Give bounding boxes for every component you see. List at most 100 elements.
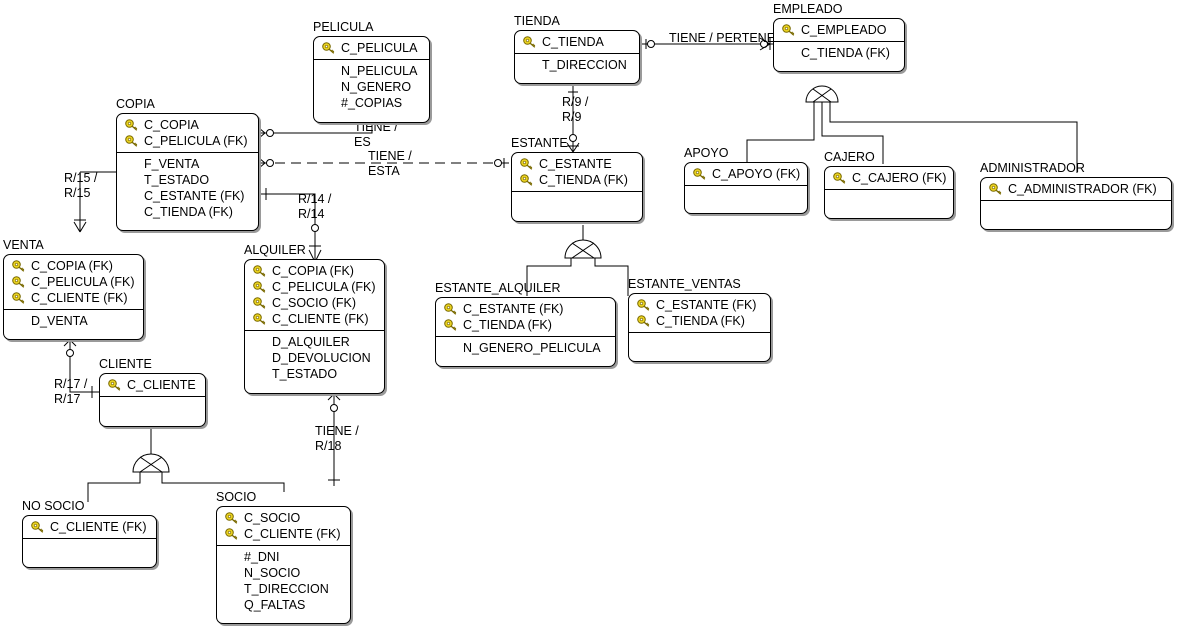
entity-title: ESTANTE_ALQUILER: [435, 281, 561, 295]
rel-label-tiene: TIENE / PERTENECE: [669, 31, 793, 45]
entity-empleado[interactable]: EMPLEADO C_EMPLEADO C_TIENDA (FK): [773, 2, 905, 72]
key-icon: [12, 260, 25, 272]
key-icon: [225, 512, 238, 524]
entity-title: CLIENTE: [99, 357, 152, 371]
entity-title: ESTANTE: [511, 136, 568, 150]
attribute: N_GENERO: [341, 80, 412, 94]
attribute: T_ESTADO: [144, 173, 210, 187]
key-icon: [693, 168, 706, 180]
entity-estante-ventas[interactable]: ESTANTE_VENTAS C_ESTANTE (FK)C_TIENDA (FK…: [628, 277, 771, 362]
key-icon: [989, 183, 1002, 195]
entity-pelicula[interactable]: PELICULA C_PELICULA N_PELICULA N_GENERO #_CO…: [313, 20, 430, 123]
attribute-section: [685, 186, 807, 192]
pk-attribute: C_PELICULA (FK): [245, 279, 384, 295]
entity-box: C_CLIENTE (FK): [22, 515, 157, 568]
key-icon: [253, 313, 266, 325]
entity-no-socio[interactable]: NO SOCIO C_CLIENTE (FK): [22, 499, 157, 568]
entity-title: ADMINISTRADOR: [980, 161, 1085, 175]
entity-title: COPIA: [116, 97, 155, 111]
key-icon: [125, 119, 138, 131]
entity-box: C_PELICULA N_PELICULA N_GENERO #_COPIAS: [313, 36, 430, 123]
entity-box: C_COPIA (FK)C_PELICULA (FK)C_SOCIO (FK)C…: [244, 259, 385, 394]
rel-label-tiene-r18: TIENE / R/18: [315, 424, 359, 453]
pk-attribute: C_PELICULA: [314, 40, 429, 56]
key-icon: [12, 292, 25, 304]
rel-label-r9: R/9 / R/9: [562, 95, 589, 124]
entity-title: ESTANTE_VENTAS: [628, 277, 741, 291]
attribute: T_ESTADO: [272, 367, 338, 381]
key-icon: [782, 24, 795, 36]
entity-title: APOYO: [684, 146, 729, 160]
pk-attribute: C_ADMINISTRADOR (FK): [981, 181, 1171, 197]
entity-box: C_EMPLEADO C_TIENDA (FK): [773, 18, 905, 72]
pk-attribute: C_PELICULA (FK): [117, 133, 258, 149]
entity-title: EMPLEADO: [773, 2, 843, 16]
pk-attribute: C_TIENDA (FK): [436, 317, 615, 333]
attribute-section: [629, 333, 770, 339]
attribute: C_TIENDA (FK): [801, 46, 890, 60]
entity-venta[interactable]: VENTA C_COPIA (FK)C_PELICULA (FK)C_CLIENT…: [3, 238, 144, 340]
subtype-estante: [564, 239, 602, 259]
entity-box: C_ESTANTE (FK)C_TIENDA (FK): [628, 293, 771, 362]
attribute: #_DNI: [244, 550, 280, 564]
attribute-section: T_DIRECCION: [515, 54, 639, 76]
key-icon: [833, 172, 846, 184]
entity-box: C_ESTANTE (FK)C_TIENDA (FK)N_GENERO_PELI…: [435, 297, 616, 367]
pk-attribute: C_TIENDA (FK): [629, 313, 770, 329]
pk-attribute: C_COPIA: [117, 117, 258, 133]
key-icon: [520, 158, 533, 170]
attribute-section: N_PELICULA N_GENERO #_COPIAS: [314, 60, 429, 114]
subtype-empleado: [805, 85, 839, 103]
line-copia-alquiler: [259, 193, 316, 262]
line-pelicula-copia: [259, 122, 373, 134]
entity-administrador[interactable]: ADMINISTRADOR C_ADMINISTRADOR (FK): [980, 161, 1172, 230]
pk-attribute: C_EMPLEADO: [774, 22, 904, 38]
pk-attribute: C_COPIA (FK): [245, 263, 384, 279]
primary-key-section: C_CAJERO (FK): [825, 167, 953, 190]
entity-title: PELICULA: [313, 20, 374, 34]
pk-attribute: C_CAJERO (FK): [825, 170, 953, 186]
attribute-section: D_VENTA: [4, 310, 143, 332]
key-icon: [322, 42, 335, 54]
attribute: N_SOCIO: [244, 566, 301, 580]
rel-label-tiene-esta: TIENE / ESTA: [368, 149, 412, 178]
key-icon: [444, 319, 457, 331]
key-icon: [444, 303, 457, 315]
entity-box: C_ADMINISTRADOR (FK): [980, 177, 1172, 230]
key-icon: [31, 521, 44, 533]
entity-title: SOCIO: [216, 490, 257, 504]
rel-label-r17: R/17 / R/17: [54, 377, 88, 406]
key-icon: [637, 315, 650, 327]
attribute: #_COPIAS: [341, 96, 403, 110]
entity-title: VENTA: [3, 238, 44, 252]
primary-key-section: C_CLIENTE (FK): [23, 516, 156, 539]
entity-title: TIENDA: [514, 14, 560, 28]
attribute: F_VENTA: [144, 157, 200, 171]
entity-estante-alquiler[interactable]: ESTANTE_ALQUILER C_ESTANTE (FK)C_TIENDA (…: [435, 281, 616, 367]
primary-key-section: C_COPIA (FK)C_PELICULA (FK)C_CLIENTE (FK…: [4, 255, 143, 310]
entity-title: NO SOCIO: [22, 499, 85, 513]
pk-attribute: C_ESTANTE (FK): [629, 297, 770, 313]
rel-label-r15: R/15 / R/15: [64, 171, 98, 200]
attribute-section: C_TIENDA (FK): [774, 42, 904, 64]
entity-box: C_CAJERO (FK): [824, 166, 954, 219]
attribute: N_PELICULA: [341, 64, 418, 78]
attribute: N_GENERO_PELICULA: [463, 341, 601, 355]
primary-key-section: C_ADMINISTRADOR (FK): [981, 178, 1171, 201]
pk-attribute: C_CLIENTE (FK): [4, 290, 143, 306]
key-icon: [12, 276, 25, 288]
